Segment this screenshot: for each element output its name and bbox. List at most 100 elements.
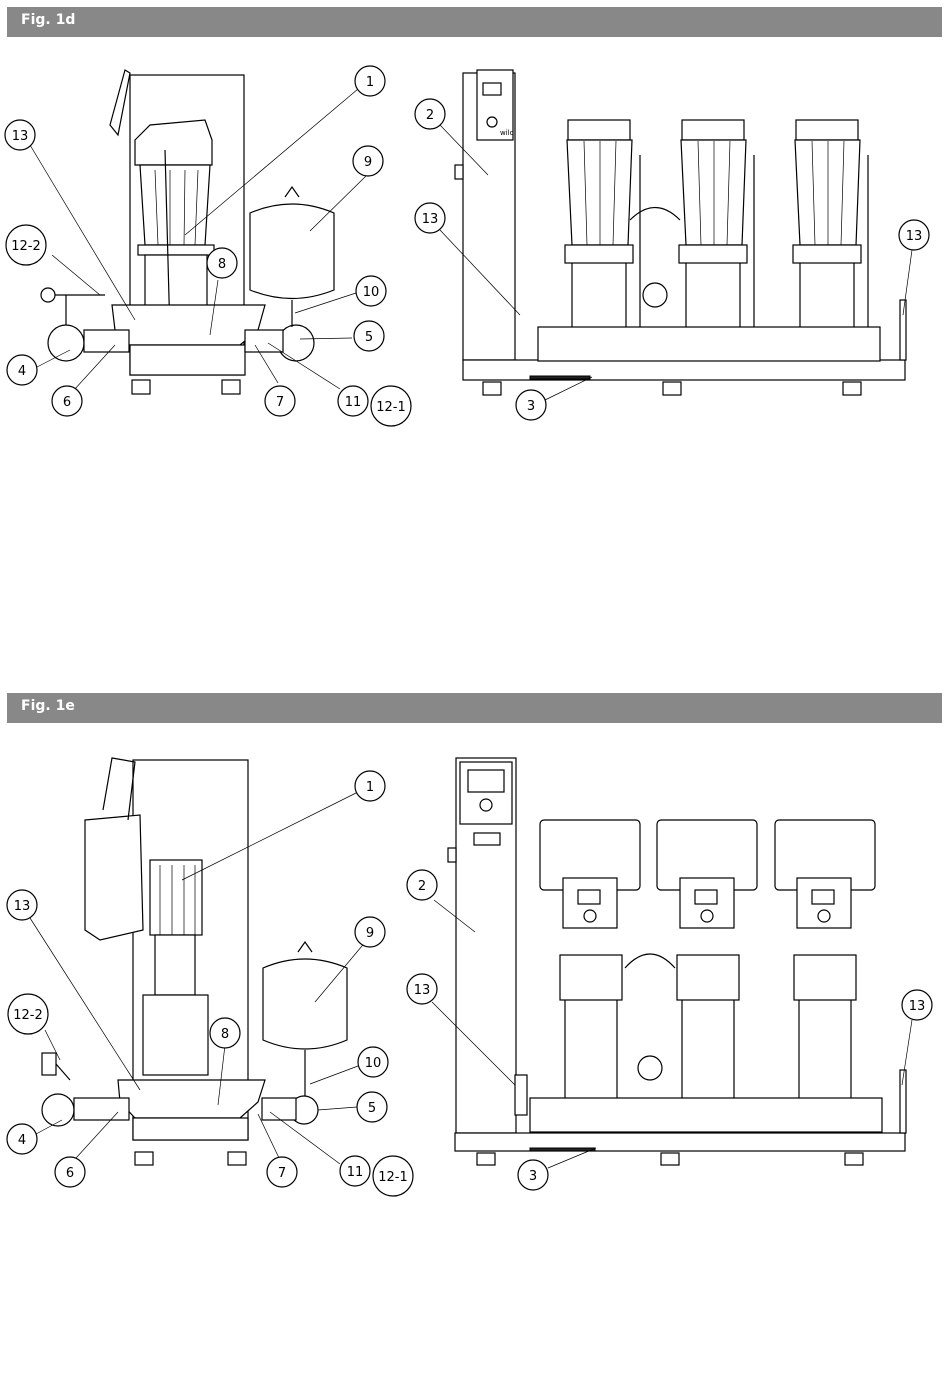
- suction-valve: [84, 330, 129, 352]
- base-block: [130, 345, 245, 375]
- callout-12-1: 12-1: [371, 386, 411, 426]
- callout-label: 10: [365, 1056, 382, 1071]
- side-view: [42, 758, 347, 1165]
- callout-label: 12-2: [13, 1008, 43, 1023]
- callout-10: 10: [356, 276, 386, 306]
- callout-label: 1: [366, 75, 374, 90]
- foot: [222, 380, 240, 394]
- foot: [843, 382, 861, 395]
- pump-unit: [540, 820, 640, 1098]
- discharge-valve: [262, 1098, 296, 1120]
- figure-title: Fig. 1d: [21, 12, 75, 28]
- callout-13: 13: [899, 220, 929, 250]
- pump-unit: [565, 120, 633, 327]
- callout-label: 11: [345, 395, 362, 410]
- callout-label: 10: [363, 285, 380, 300]
- suction-valve: [74, 1098, 129, 1120]
- motor: [150, 860, 202, 935]
- foot: [132, 380, 150, 394]
- pump-unit: [657, 820, 757, 1098]
- manifold: [530, 1098, 882, 1132]
- pump-base: [118, 1080, 265, 1118]
- callout-13: 13: [407, 974, 437, 1004]
- base-frame: [455, 1133, 905, 1151]
- callout-label: 1: [366, 780, 374, 795]
- pump-unit: [679, 120, 747, 327]
- side-view: [41, 70, 334, 394]
- pump-unit: [775, 820, 875, 1098]
- callout-label: 13: [422, 212, 439, 227]
- callout-label: 7: [278, 1166, 286, 1181]
- base-frame: [463, 360, 905, 380]
- figure-title-bar: Fig. 1d: [7, 7, 942, 37]
- callout-9: 9: [355, 917, 385, 947]
- callout-label: 8: [221, 1027, 229, 1042]
- callout-label: 6: [63, 395, 71, 410]
- callout-label: 4: [18, 1133, 26, 1148]
- callout-12-2: 12-2: [8, 994, 48, 1034]
- callout-4: 4: [7, 1124, 37, 1154]
- brand-logo: wilo: [500, 129, 514, 137]
- callout-9: 9: [353, 146, 383, 176]
- callout-label: 13: [12, 129, 29, 144]
- callout-label: 6: [66, 1166, 74, 1181]
- handle: [474, 833, 500, 845]
- pump-neck: [155, 935, 195, 995]
- callout-12-2: 12-2: [6, 225, 46, 265]
- motor-body: [140, 165, 210, 245]
- front-view: [448, 758, 906, 1165]
- foot: [483, 382, 501, 395]
- fig-1e-drawing: 1 13 9 12-2 8 10 5 4 6 7 11 12-1: [0, 740, 950, 1200]
- callout-label: 3: [529, 1169, 537, 1184]
- control-door: [110, 70, 130, 135]
- callout-3: 3: [516, 390, 546, 420]
- callout-label: 9: [364, 155, 372, 170]
- expansion-vessel: [250, 204, 334, 299]
- figure-title-bar: Fig. 1e: [7, 693, 942, 723]
- callout-4: 4: [7, 355, 37, 385]
- callout-label: 13: [909, 999, 926, 1014]
- callout-5: 5: [354, 321, 384, 351]
- callout-8: 8: [210, 1018, 240, 1048]
- callout-1: 1: [355, 66, 385, 96]
- callout-5: 5: [357, 1092, 387, 1122]
- foot: [663, 382, 681, 395]
- callout-label: 11: [347, 1165, 364, 1180]
- callout-13: 13: [7, 890, 37, 920]
- callout-13: 13: [415, 203, 445, 233]
- callout-3: 3: [518, 1160, 548, 1190]
- control-knob: [480, 799, 492, 811]
- callout-7: 7: [267, 1157, 297, 1187]
- callout-10: 10: [358, 1047, 388, 1077]
- pressure-gauge: [643, 283, 667, 307]
- foot: [477, 1153, 495, 1165]
- foot: [845, 1153, 863, 1165]
- pump-base: [112, 305, 265, 345]
- callout-6: 6: [52, 386, 82, 416]
- callout-2: 2: [407, 870, 437, 900]
- expansion-vessel: [263, 959, 347, 1049]
- vessel-top: [630, 208, 680, 221]
- callout-label: 8: [218, 257, 226, 272]
- callout-label: 13: [906, 229, 923, 244]
- callout-label: 12-1: [376, 400, 406, 415]
- callout-label: 12-2: [11, 239, 41, 254]
- foot: [228, 1152, 246, 1165]
- callout-label: 12-1: [378, 1170, 408, 1185]
- callout-label: 9: [366, 926, 374, 941]
- pressure-gauge: [638, 1056, 662, 1080]
- callout-label: 13: [14, 899, 31, 914]
- callout-13: 13: [902, 990, 932, 1020]
- control-box: [85, 815, 143, 940]
- pump-flange: [138, 245, 214, 255]
- callout-label: 5: [368, 1101, 376, 1116]
- gauge: [42, 1053, 56, 1075]
- pump-stage: [143, 995, 208, 1075]
- fig-1d-drawing: 1 13 9 12-2 8 10 5 4 6 7 11 12-1 wilo: [0, 45, 950, 445]
- control-knob: [487, 117, 497, 127]
- callout-2: 2: [415, 99, 445, 129]
- suction-pipe-end: [48, 325, 84, 361]
- callout-11: 11: [340, 1156, 370, 1186]
- callout-label: 5: [365, 330, 373, 345]
- callout-label: 4: [18, 364, 26, 379]
